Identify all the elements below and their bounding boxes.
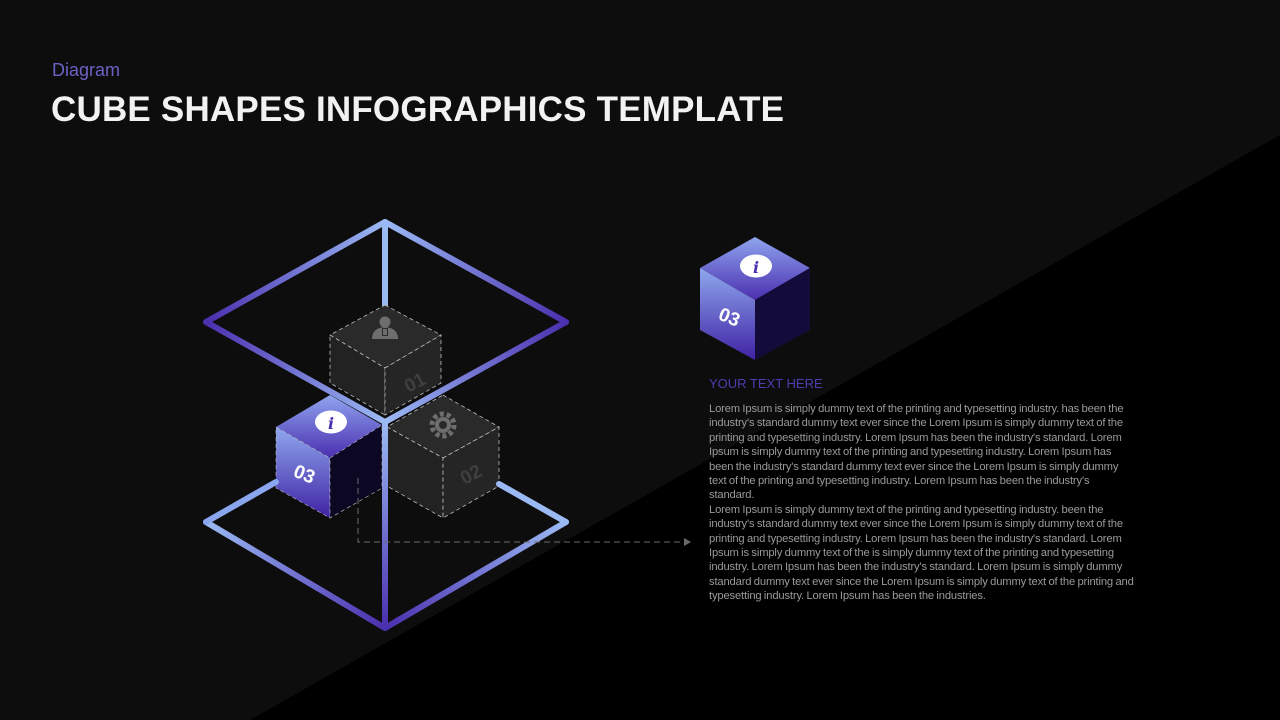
detail-heading: YOUR TEXT HERE [709, 376, 823, 391]
detail-cube-03: i 03 [700, 237, 810, 360]
detail-body: Lorem Ipsum is simply dummy text of the … [709, 402, 1134, 604]
outer-cube-frame-front [203, 219, 569, 631]
svg-text:i: i [328, 414, 334, 433]
info-icon: i [740, 254, 772, 278]
detail-paragraph: Lorem Ipsum is simply dummy text of the … [709, 503, 1134, 603]
info-icon: i [315, 410, 347, 434]
svg-text:i: i [753, 258, 759, 277]
cube-02[interactable]: 02 [386, 394, 500, 519]
cube-01[interactable]: 01 [329, 304, 442, 416]
cube-03[interactable]: i 03 [275, 395, 383, 519]
connector-arrow [357, 478, 691, 546]
gear-icon [429, 411, 457, 439]
slide-title: CUBE SHAPES INFOGRAPHICS TEMPLATE [51, 90, 785, 129]
user-icon [372, 316, 398, 339]
slide-subtitle: Diagram [52, 60, 121, 80]
outer-cube-frame [203, 219, 569, 425]
detail-paragraph: Lorem Ipsum is simply dummy text of the … [709, 403, 1124, 502]
